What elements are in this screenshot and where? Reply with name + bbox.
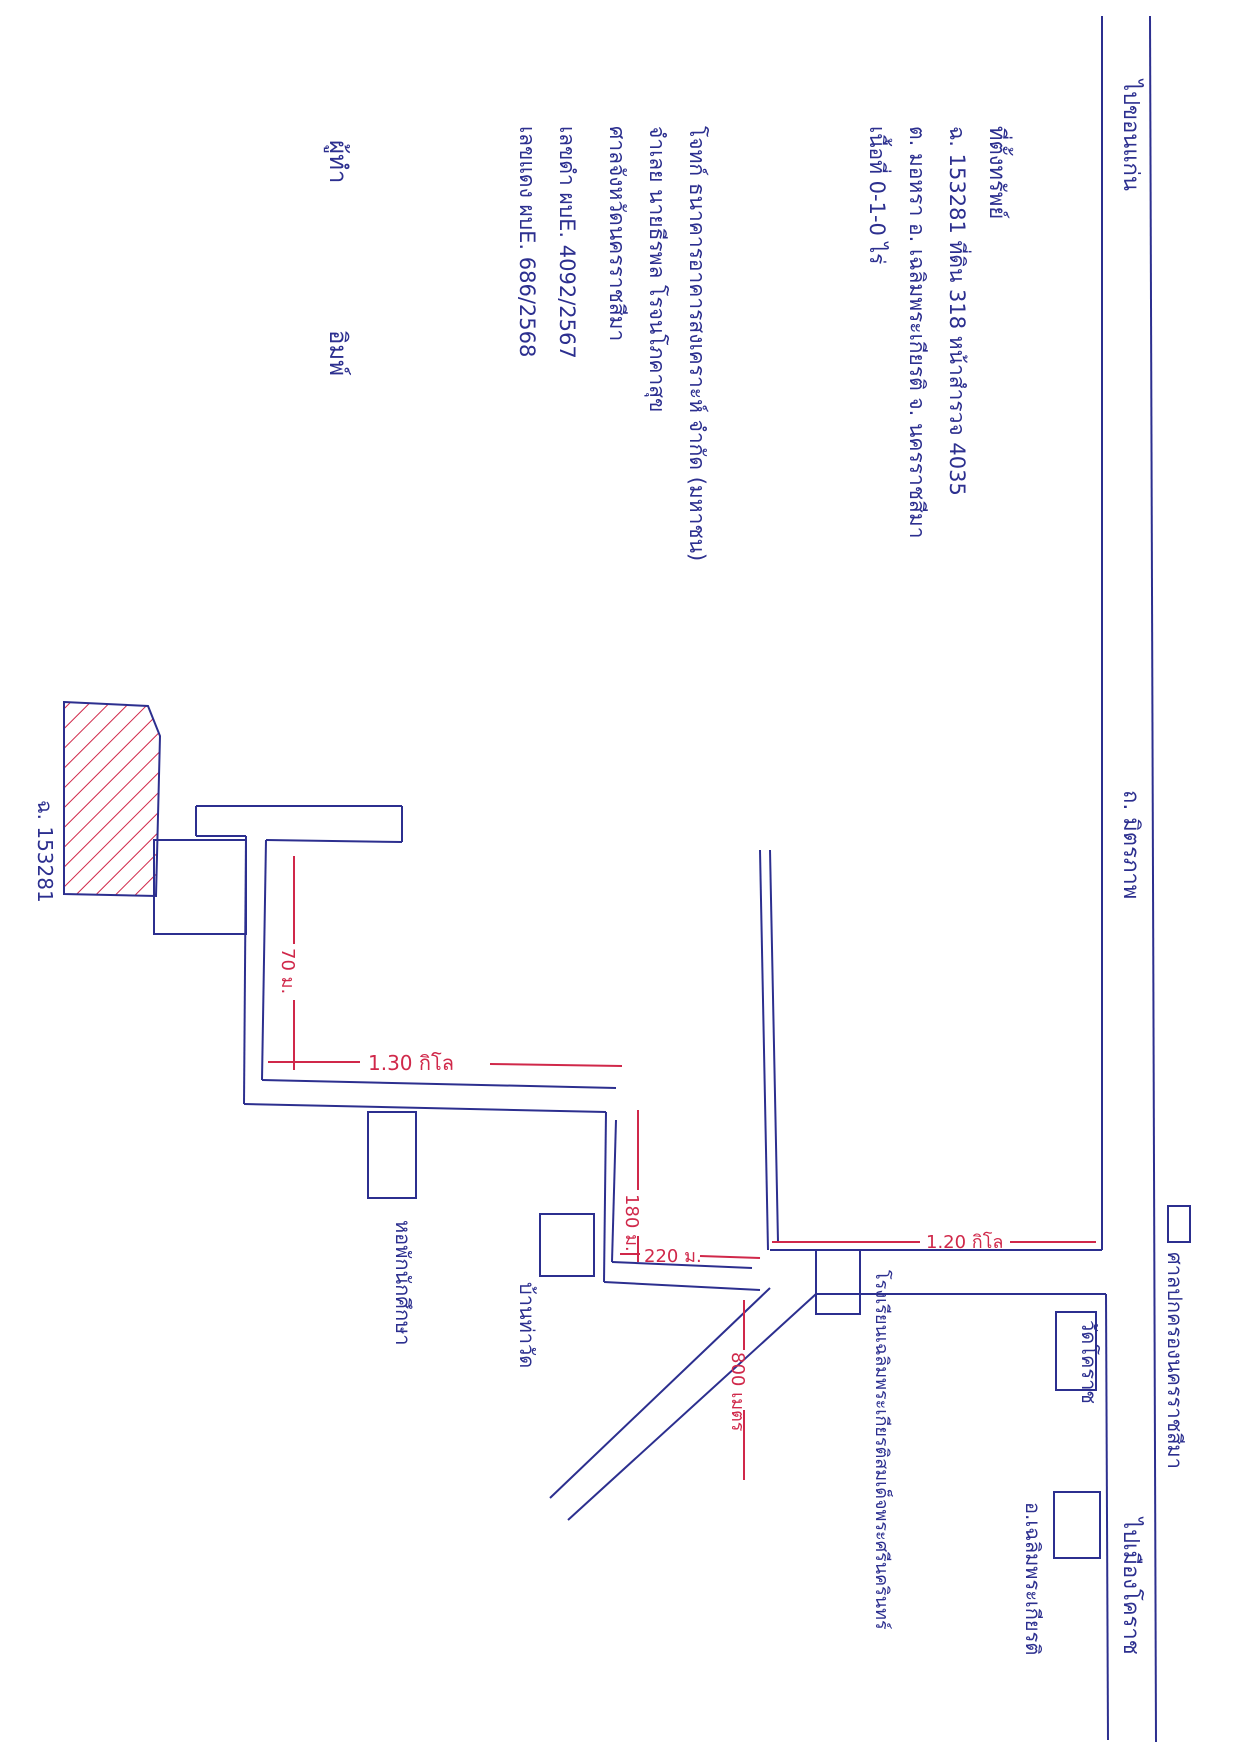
- soi-a-edge-2: [611, 1261, 753, 1269]
- main-road: [1101, 15, 1157, 1743]
- landmark-station-box: [1053, 1491, 1101, 1559]
- main-road-edge-right: [1149, 15, 1157, 1743]
- info-title: ที่ตั้งทรัพย์: [984, 126, 1013, 219]
- dist-180m-label: 180 ม.: [621, 1194, 642, 1252]
- soi-a-edge-1: [603, 1281, 761, 1291]
- parcel-adjacent-plot: [153, 839, 247, 935]
- soi-c-edge-2: [261, 1079, 617, 1089]
- soi-b-edge-2: [611, 1119, 617, 1263]
- parcel: ฉ. 153281: [33, 700, 247, 935]
- info-line8: เลขแดง ผบE. 686/2568: [515, 126, 539, 357]
- landmarks: [367, 1111, 1191, 1559]
- branch-road: [195, 805, 1106, 1521]
- landmark-school-box: [815, 1249, 861, 1315]
- diag-road-edge-2: [567, 1293, 817, 1521]
- main-road-name-label: ถ. มิตรภาพ: [1118, 790, 1143, 899]
- soi-e-edge-1: [265, 839, 403, 843]
- landmark-temple-label: วัดโคราช: [1077, 1320, 1101, 1404]
- distance-labels: 70 ม. 1.30 กิโล 180 ม. 220 ม. 800 เมตร 1…: [277, 948, 1003, 1432]
- info-line4: โจทก์ ธนาคารอาคารสงเคราะห์ จำกัด (มหาชน): [685, 126, 709, 561]
- main-road-edge-left-lower: [1105, 1293, 1109, 1741]
- signature-name: อิมพ์: [324, 330, 352, 376]
- info-line6: ศาลจังหวัดนครราชสีมา: [605, 126, 629, 341]
- dist-120km-label: 1.20 กิโล: [926, 1231, 1003, 1253]
- signature-label: ผู้ทำ: [323, 140, 352, 183]
- soi-b-edge-1: [603, 1111, 607, 1283]
- distance-annotations: [268, 856, 1096, 1480]
- dist-130km-line-b: [489, 1063, 623, 1067]
- court-landmark-label: ศาลปกครองนครราชสีมา: [1163, 1252, 1187, 1469]
- diag-road-edge-1: [549, 1287, 771, 1499]
- dist-800m-label: 800 เมตร: [727, 1352, 748, 1432]
- dist-70m-label: 70 ม.: [277, 948, 298, 994]
- info-block: ที่ตั้งทรัพย์ ฉ. 153281 ที่ดิน 318 หน้าส…: [323, 126, 1013, 561]
- parcel-hatched-area: [63, 700, 162, 898]
- header-labels: ไปขอนแก่น ถ. มิตรภาพ ไปเมืองโคราช ศาลปกค…: [1118, 78, 1187, 1655]
- parcel-label: ฉ. 153281: [33, 800, 57, 903]
- landmark-court-box: [1167, 1205, 1191, 1243]
- side-road-edge-right: [769, 849, 779, 1243]
- landmark-village-box: [539, 1213, 595, 1277]
- dist-130km-label: 1.30 กิโล: [368, 1051, 454, 1075]
- info-line7: เลขดำ ผบE. 4092/2567: [555, 126, 579, 359]
- info-line2: ต. มอหรา อ. เฉลิมพระเกียรติ จ. นครราชสีม…: [905, 126, 929, 539]
- info-line5: จำเลย นายธีรพล โรจนโภคาสุข: [644, 126, 669, 412]
- side-road-edge-left: [759, 849, 769, 1251]
- direction-left-label: ไปขอนแก่น: [1118, 78, 1144, 191]
- dist-220m-line-b: [699, 1255, 761, 1259]
- landmark-village-label: บ้านท่าวัด: [515, 1282, 539, 1368]
- landmark-house-box: [367, 1111, 417, 1199]
- direction-right-label: ไปเมืองโคราช: [1118, 1516, 1144, 1655]
- landmark-station-label: อ.เฉลิมพระเกียรติ: [1021, 1502, 1045, 1655]
- landmark-temple-box: [1055, 1311, 1097, 1391]
- landmark-house-label: หอพักนักศึกษา: [391, 1220, 415, 1346]
- dist-220m-label: 220 ม.: [644, 1246, 702, 1267]
- info-line1: ฉ. 153281 ที่ดิน 318 หน้าสำรวจ 4035: [945, 126, 972, 496]
- soi-d-edge-2: [261, 839, 267, 1081]
- soi-c-edge-1: [243, 1103, 607, 1113]
- landmark-school-label: โรงเรียนเฉลิมพระเกียรติสมเด็จพระศรีนคริน…: [871, 1270, 894, 1630]
- landmark-labels: หอพักนักศึกษา บ้านท่าวัด วัดโคราช โรงเรี…: [391, 1220, 1101, 1655]
- info-line3: เนื้อที่ 0-1-0 ไร่: [865, 126, 892, 264]
